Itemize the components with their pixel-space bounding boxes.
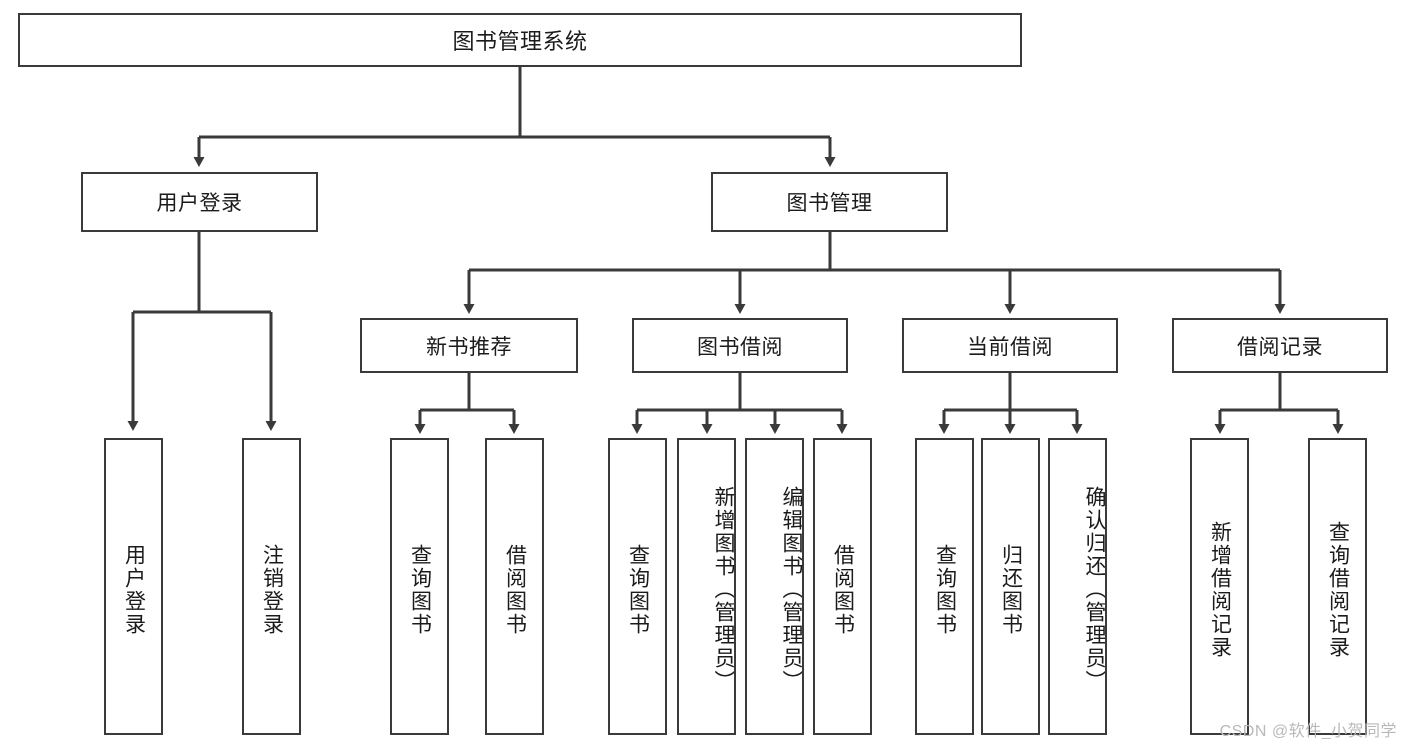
node-leaf-query-books-borrow[interactable]: 查询图书 — [608, 438, 667, 735]
node-current-borrow[interactable]: 当前借阅 — [902, 318, 1118, 373]
node-label: 查询图书 — [408, 543, 432, 636]
node-leaf-add-borrow-record[interactable]: 新增借阅记录 — [1190, 438, 1249, 735]
node-label: 新增借阅记录 — [1208, 520, 1232, 659]
node-book-management[interactable]: 图书管理 — [711, 172, 948, 232]
node-label: 新增图书（管理员） — [712, 486, 735, 693]
node-leaf-user-login[interactable]: 用户登录 — [104, 438, 163, 735]
node-user-login[interactable]: 用户登录 — [81, 172, 318, 232]
node-leaf-user-logout[interactable]: 注销登录 — [242, 438, 301, 735]
node-label: 当前借阅 — [967, 335, 1053, 359]
node-leaf-edit-book-admin[interactable]: 编辑图书（管理员） — [745, 438, 804, 735]
node-leaf-query-books-current[interactable]: 查询图书 — [915, 438, 974, 735]
node-label: 借阅记录 — [1237, 335, 1323, 359]
node-label: 归还图书 — [999, 543, 1023, 636]
node-label: 借阅图书 — [831, 543, 855, 636]
node-new-book-recommendation[interactable]: 新书推荐 — [360, 318, 578, 373]
node-root-system[interactable]: 图书管理系统 — [18, 13, 1022, 67]
node-label: 确认归还（管理员） — [1083, 486, 1106, 693]
node-borrow-records[interactable]: 借阅记录 — [1172, 318, 1388, 373]
node-label: 图书管理 — [786, 192, 873, 215]
node-label: 新书推荐 — [426, 335, 512, 359]
node-label: 查询借阅记录 — [1326, 520, 1350, 659]
node-label: 编辑图书（管理员） — [780, 486, 803, 693]
node-label: 借阅图书 — [503, 543, 527, 636]
node-leaf-query-borrow-record[interactable]: 查询借阅记录 — [1308, 438, 1367, 735]
node-leaf-confirm-return-admin[interactable]: 确认归还（管理员） — [1048, 438, 1107, 735]
node-label: 查询图书 — [933, 543, 957, 636]
node-label: 注销登录 — [260, 543, 284, 636]
node-label: 用户登录 — [122, 543, 146, 636]
node-leaf-return-books[interactable]: 归还图书 — [981, 438, 1040, 735]
node-leaf-query-books-recommend[interactable]: 查询图书 — [390, 438, 449, 735]
node-leaf-add-book-admin[interactable]: 新增图书（管理员） — [677, 438, 736, 735]
node-label: 图书管理系统 — [452, 29, 588, 54]
node-leaf-borrow-books-recommend[interactable]: 借阅图书 — [485, 438, 544, 735]
node-book-borrow[interactable]: 图书借阅 — [632, 318, 848, 373]
node-leaf-borrow-books[interactable]: 借阅图书 — [813, 438, 872, 735]
node-label: 图书借阅 — [697, 335, 783, 359]
node-label: 用户登录 — [156, 192, 243, 215]
node-label: 查询图书 — [626, 543, 650, 636]
